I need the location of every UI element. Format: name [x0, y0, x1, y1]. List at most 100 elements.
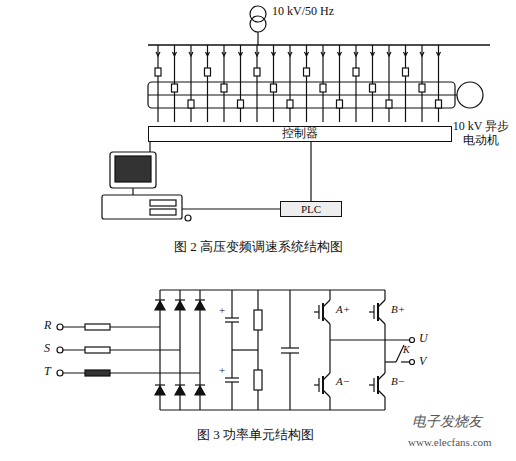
cell-box	[320, 84, 326, 92]
cell-arrow	[272, 52, 276, 56]
power-cells	[155, 45, 442, 122]
diode-symbol	[195, 386, 205, 395]
cell-arrow	[437, 52, 441, 56]
computer-drive	[150, 209, 176, 215]
connector	[311, 142, 312, 201]
cell-chain	[148, 82, 455, 108]
igbt-symbol	[369, 384, 374, 385]
wire	[329, 324, 330, 373]
cell-arrow	[239, 52, 243, 56]
computer-drive	[150, 200, 176, 206]
diode-symbol	[155, 299, 165, 300]
cell-box	[188, 100, 194, 108]
cell-box	[205, 68, 211, 76]
controller-box: 控制器	[148, 126, 452, 142]
terminal-name: S	[44, 342, 50, 356]
igbt-symbol	[369, 311, 374, 312]
terminal-name: U	[419, 332, 428, 346]
figure-caption: 图 3 功率单元结构图	[197, 428, 314, 443]
switch-name: A+	[336, 303, 350, 316]
diode-symbol	[175, 386, 185, 395]
cell-box	[419, 84, 425, 92]
switch-name: B+	[391, 303, 405, 316]
cell-arrow	[420, 52, 424, 56]
cell-arrow	[206, 52, 210, 56]
motor-label: 10 kV 异步 电动机	[450, 120, 512, 148]
cell-box	[337, 100, 343, 108]
diode-symbol	[195, 299, 205, 300]
diode-symbol	[155, 301, 165, 310]
cell-box	[403, 68, 409, 76]
cell-box	[287, 100, 293, 108]
switch-name: K	[403, 344, 410, 356]
cell-arrow	[321, 52, 325, 56]
igbt-symbol	[323, 300, 330, 307]
motor-symbol	[457, 82, 483, 108]
cell-box	[370, 84, 376, 92]
cell-arrow	[189, 52, 193, 56]
computer-stand	[132, 188, 133, 195]
wire	[329, 397, 330, 410]
cell-box	[155, 68, 161, 76]
cell-box	[436, 100, 442, 108]
cell-arrow	[354, 52, 358, 56]
wire	[384, 397, 385, 410]
igbt-symbol	[314, 384, 319, 385]
power-unit-schematic	[57, 290, 415, 410]
cell-box	[271, 84, 277, 92]
wire	[257, 32, 258, 45]
computer-screen	[115, 156, 151, 182]
watermark: 电子发烧友	[412, 414, 482, 430]
diode-symbol	[175, 299, 185, 300]
diode-symbol	[195, 384, 205, 385]
igbt-symbol	[314, 311, 319, 312]
igbt-symbol	[378, 390, 385, 397]
diode-symbol	[195, 301, 205, 310]
cell-box	[353, 68, 359, 76]
wire	[384, 290, 385, 300]
diode-symbol	[155, 384, 165, 385]
igbt-symbol	[323, 390, 330, 397]
cell-chain	[148, 94, 455, 95]
diode-symbol	[155, 386, 165, 395]
igbt-symbol	[323, 317, 330, 324]
wire	[384, 324, 385, 373]
diode-symbol	[175, 301, 185, 310]
cell-arrow	[222, 52, 226, 56]
cell-arrow	[173, 52, 177, 56]
cell-arrow	[371, 52, 375, 56]
switch-name: B−	[391, 375, 405, 388]
node-text: PLC	[301, 203, 321, 216]
wire	[149, 142, 150, 152]
polarity-mark: +	[219, 364, 225, 377]
cell-arrow	[404, 52, 408, 56]
watermark: www.elecfans.com	[408, 436, 492, 449]
cell-arrow	[156, 52, 160, 56]
igbt-symbol	[378, 373, 385, 380]
cell-box	[221, 84, 227, 92]
plc-device: PLC	[280, 201, 342, 217]
switch-k	[396, 345, 404, 362]
computer-mouse	[185, 215, 191, 221]
cell-box	[172, 84, 178, 92]
diode-symbol	[175, 384, 185, 385]
wire	[329, 290, 330, 300]
terminal-name: V	[419, 355, 426, 369]
supply-rating: 10 kV/50 Hz	[272, 5, 334, 19]
node-text: 控制器	[282, 127, 318, 141]
cell-box	[238, 100, 244, 108]
igbt-symbol	[323, 373, 330, 380]
igbt-symbol	[378, 317, 385, 324]
cell-arrow	[387, 52, 391, 56]
computer-monitor	[110, 152, 156, 188]
cell-box	[304, 68, 310, 76]
cell-arrow	[255, 52, 259, 56]
cell-box	[386, 100, 392, 108]
transformer-symbol	[250, 16, 266, 32]
switch-name: A−	[336, 375, 350, 388]
polarity-mark: +	[219, 304, 225, 317]
cell-box	[254, 68, 260, 76]
